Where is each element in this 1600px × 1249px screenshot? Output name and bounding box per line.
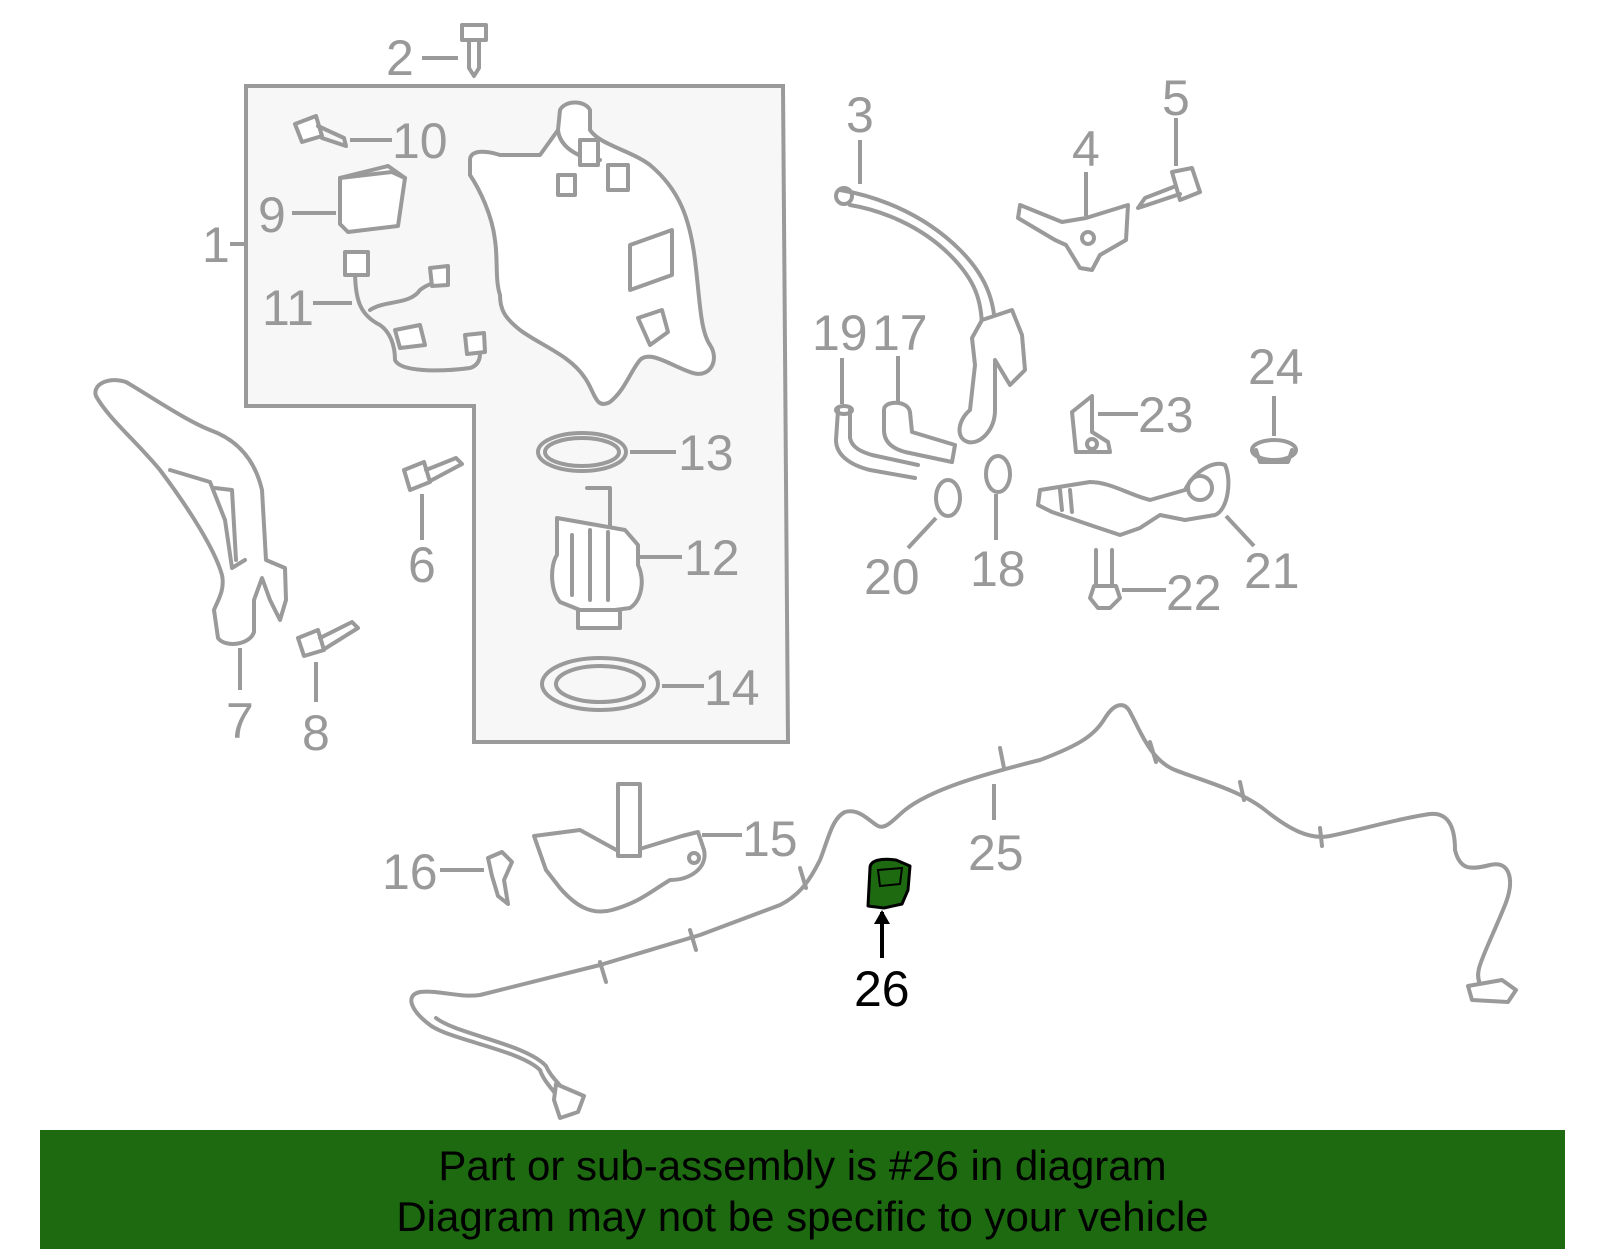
part-18-clamp[interactable] [984,454,1012,494]
callout-7: 7 [226,693,254,749]
part-11-harness[interactable] [343,250,487,373]
banner-line-2: Diagram may not be specific to your vehi… [396,1193,1209,1240]
part-15-shield[interactable] [532,782,707,914]
callout-4: 4 [1072,121,1100,177]
part-5-bolt[interactable] [1136,166,1202,210]
callout-22: 22 [1166,565,1222,621]
part-19-hose[interactable] [834,404,920,480]
callout-5: 5 [1162,70,1190,126]
callout-2: 2 [386,30,414,86]
callout-21-arrow [1224,514,1256,548]
part-3-bracket[interactable] [834,186,1027,445]
parts-diagram: 2 10 9 1 11 13 [93,23,1518,1120]
part-13-oring-inner [543,436,621,468]
callout-13: 13 [678,425,734,481]
part-26-highlighted[interactable] [866,857,912,910]
part-9-module[interactable] [338,164,407,234]
callout-18: 18 [970,541,1026,597]
part-13-oring[interactable] [536,431,628,473]
part-4-bracket[interactable] [1016,203,1130,272]
callout-6: 6 [408,537,436,593]
callout-16: 16 [382,844,438,900]
callout-20-arrow [906,516,938,550]
part-20-clamp[interactable] [934,478,962,518]
fuel-tank [468,100,716,406]
part-7-bracket[interactable] [93,378,288,646]
callout-15: 15 [742,811,798,867]
part-10-bolt[interactable] [293,114,348,148]
part-8-bolt[interactable] [296,620,360,658]
callout-11: 11 [262,280,314,336]
callout-24: 24 [1248,339,1304,395]
part-2-bolt[interactable] [460,23,488,78]
part-6-bolt[interactable] [402,456,464,492]
info-banner: Part or sub-assembly is #26 in diagram D… [40,1130,1565,1249]
callout-26: 26 [854,961,910,1017]
part-17-hose[interactable] [882,400,957,464]
callout-25: 25 [968,825,1024,881]
callout-14: 14 [704,660,760,716]
callout-21: 21 [1244,543,1300,599]
callout-1: 1 [202,217,230,273]
banner-line-1: Part or sub-assembly is #26 in diagram [438,1142,1167,1189]
part-23-bracket[interactable] [1070,394,1112,454]
callout-17: 17 [872,305,928,361]
part-25-harness[interactable] [409,703,1518,1120]
callout-26-arrowhead [874,910,890,924]
callout-19: 19 [812,305,868,361]
part-21-pipe[interactable] [1036,461,1231,537]
callout-20: 20 [864,549,920,605]
part-14-lock-ring-inner [554,664,646,704]
part-16-clip[interactable] [486,850,514,906]
callout-3: 3 [846,87,874,143]
part-14-lock-ring[interactable] [540,656,660,712]
part-24-grommet[interactable] [1250,438,1298,464]
part-12-fuel-pump[interactable] [550,486,644,630]
callout-8: 8 [302,705,330,761]
part-22-bolt[interactable] [1088,548,1122,610]
callout-23: 23 [1138,387,1194,443]
callout-10: 10 [392,113,448,169]
callout-9: 9 [258,187,286,243]
callout-12: 12 [684,530,740,586]
